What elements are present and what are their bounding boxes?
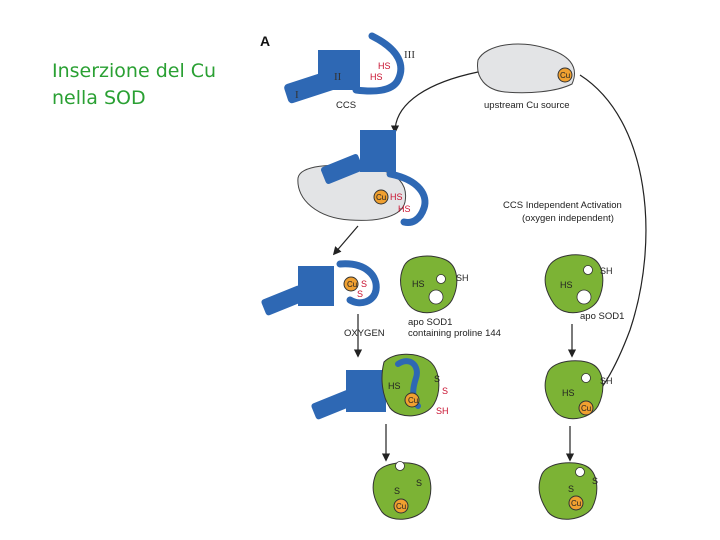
row4-hs: HS: [388, 381, 401, 391]
thiol-row3-s2: S: [357, 289, 363, 299]
right-r4-sh: SH: [600, 376, 613, 386]
cu-ion-row4-label: Cu: [408, 396, 418, 405]
apo-label: apo SOD1: [580, 311, 624, 322]
final-right-s1: S: [568, 484, 574, 494]
cu-ion-right-r4: [578, 400, 594, 416]
independent-title: CCS Independent Activation: [503, 200, 622, 211]
apo-p144-label-2: containing proline 144: [408, 328, 501, 339]
upstream-cu-protein: [477, 43, 575, 94]
cu-ion-final-left: [393, 498, 409, 514]
slide-title: Inserzione del Cu nella SOD: [52, 60, 217, 109]
apo-p144-sh: SH: [456, 273, 469, 283]
zinc-site-final-right: [575, 467, 585, 477]
ccs-thiol-1: HS: [378, 61, 391, 71]
ccs-domain-i-row2: [320, 154, 364, 184]
final-left-s1: S: [394, 486, 400, 496]
empty-cu-site: [428, 289, 444, 305]
upstream-cu-label: upstream Cu source: [484, 100, 570, 111]
cu-ion-label: Cu: [560, 71, 570, 80]
oxygen-label: OXYGEN: [344, 328, 385, 339]
zinc-site-right: [583, 265, 593, 275]
ccs-domain-iii-row3: [336, 260, 380, 307]
ccs-domain-iii: [352, 32, 405, 95]
apo-sod1-p144: [400, 255, 458, 314]
ccs-domain-i-row4: [311, 389, 355, 420]
right-r4-hs: HS: [562, 388, 575, 398]
thiol-row2-2: HS: [398, 204, 411, 214]
row4-s: S: [434, 374, 440, 384]
cu-ion-final-right: [568, 495, 584, 511]
ccs-domain-ii: [318, 50, 360, 90]
cu-ion-final-left-label: Cu: [396, 502, 406, 511]
arrow-ccs-independent: [578, 74, 647, 414]
cu-ion-row3: [343, 276, 359, 292]
ccs-domain-iii-label: III: [404, 49, 415, 61]
ccs-domain-i-label: I: [295, 89, 299, 101]
ccs-domain-i-row3: [261, 285, 305, 316]
cu-ion-row4: [404, 392, 420, 408]
zinc-site: [436, 274, 446, 284]
row4-s-red: S: [442, 386, 448, 396]
panel-letter: A: [260, 33, 270, 49]
cu-ion-row2: [373, 189, 389, 205]
apo-sh: SH: [600, 266, 613, 276]
arrow-row2-row3: [332, 225, 359, 256]
arrow-cu-transfer: [390, 71, 479, 134]
thiol-row2-1: HS: [390, 192, 403, 202]
zinc-site-final-left: [395, 461, 405, 471]
apo-hs: HS: [560, 280, 573, 290]
cu-ion-row3-label: Cu: [347, 280, 357, 289]
final-left-s2: S: [416, 478, 422, 488]
cu-ion-final-right-label: Cu: [571, 499, 581, 508]
row4-sh-red: SH: [436, 406, 449, 416]
apo-sod1: [544, 254, 604, 314]
sod1-heterodimer: [381, 353, 440, 417]
apo-p144-label-1: apo SOD1: [408, 317, 452, 328]
ccs-domain-ii-row2: [360, 130, 396, 172]
mature-sod1-left: [372, 462, 432, 520]
cu-ion: [557, 67, 573, 83]
ccs-label: CCS: [336, 100, 356, 111]
ccs-domain-ii-label: II: [334, 71, 342, 83]
cu-ion-row2-label: Cu: [376, 193, 386, 202]
ccs-thiol-2: HS: [370, 72, 383, 82]
independent-subtitle: (oxygen independent): [522, 213, 614, 224]
thiol-row3-s1: S: [361, 279, 367, 289]
final-right-s2: S: [592, 476, 598, 486]
cu-ion-right-r4-label: Cu: [581, 404, 591, 413]
apo-p144-hs: HS: [412, 279, 425, 289]
ccs-protein: [284, 32, 405, 104]
zinc-site-right-r4: [581, 373, 591, 383]
ccs-domain-iii-row2: [386, 170, 429, 226]
empty-cu-site-right: [576, 289, 592, 305]
